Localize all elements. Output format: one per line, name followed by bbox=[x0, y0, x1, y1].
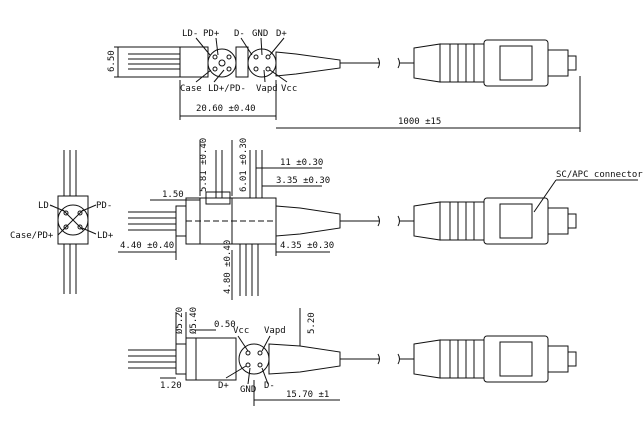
dim-1-50: 1.50 bbox=[162, 190, 184, 200]
top-view bbox=[114, 37, 581, 132]
middle-left-front-view bbox=[49, 150, 97, 294]
label-left-pd-minus: PD- bbox=[96, 201, 112, 211]
top-pins bbox=[128, 53, 180, 70]
dim-4-40: 4.40 ±0.40 bbox=[120, 241, 174, 251]
bottom-connector bbox=[397, 335, 577, 383]
dim-15-70: 15.70 ±1 bbox=[286, 390, 329, 400]
label-top-d-minus: D- bbox=[234, 29, 245, 39]
top-rear-body bbox=[179, 46, 209, 78]
label-top-case: Case bbox=[180, 84, 202, 94]
top-connector bbox=[397, 39, 577, 87]
label-bot-vcc: Vcc bbox=[233, 326, 249, 336]
label-top-pd-plus: PD+ bbox=[203, 29, 220, 39]
label-left-ld-minus: LD- bbox=[38, 201, 54, 211]
label-left-ld-plus: LD+ bbox=[97, 231, 114, 241]
dim-1-20: 1.20 bbox=[160, 381, 182, 391]
dim-1000: 1000 ±15 bbox=[398, 117, 441, 127]
dim-20-60: 20.60 ±0.40 bbox=[196, 104, 256, 114]
label-connector: SC/APC connector bbox=[556, 170, 643, 180]
label-bot-vapd: Vapd bbox=[264, 326, 286, 336]
bottom-view bbox=[128, 308, 380, 406]
dim-5-81: 5.81 ±0.40 bbox=[199, 138, 209, 192]
label-bot-gnd: GND bbox=[240, 385, 256, 395]
middle-side-view bbox=[118, 140, 380, 300]
dim-phi-5-40: Ø5.40 bbox=[188, 307, 199, 334]
label-top-vapd: Vapd bbox=[256, 84, 278, 94]
dim-3-35: 3.35 ±0.30 bbox=[276, 176, 330, 186]
label-top-d-plus: D+ bbox=[276, 29, 287, 39]
dim-0-50: 0.50 bbox=[214, 320, 236, 330]
middle-connector bbox=[397, 179, 638, 245]
label-bot-d-plus: D+ bbox=[218, 381, 229, 391]
label-bot-d-minus: D- bbox=[264, 381, 275, 391]
dim-4-80: 4.80 ±0.40 bbox=[223, 240, 233, 294]
dim-6-50: 6.50 bbox=[107, 50, 117, 72]
text-layer: LD- PD+ D- GND D+ Case LD+/PD- Vapd Vcc … bbox=[10, 29, 643, 400]
label-top-vcc: Vcc bbox=[281, 84, 297, 94]
label-top-gnd: GND bbox=[252, 29, 268, 39]
dim-4-35: 4.35 ±0.30 bbox=[280, 241, 334, 251]
dim-phi-5-20: Ø5.20 bbox=[174, 307, 185, 334]
dim-11: 11 ±0.30 bbox=[280, 158, 323, 168]
label-top-ld-minus: LD- bbox=[182, 29, 198, 39]
dim-5-20: 5.20 bbox=[307, 312, 317, 334]
label-top-ld-plus-pd-minus: LD+/PD- bbox=[208, 84, 246, 94]
dim-6-01: 6.01 ±0.30 bbox=[239, 138, 249, 192]
label-left-case-pd-plus: Case/PD+ bbox=[10, 231, 54, 241]
top-boot bbox=[275, 51, 341, 77]
